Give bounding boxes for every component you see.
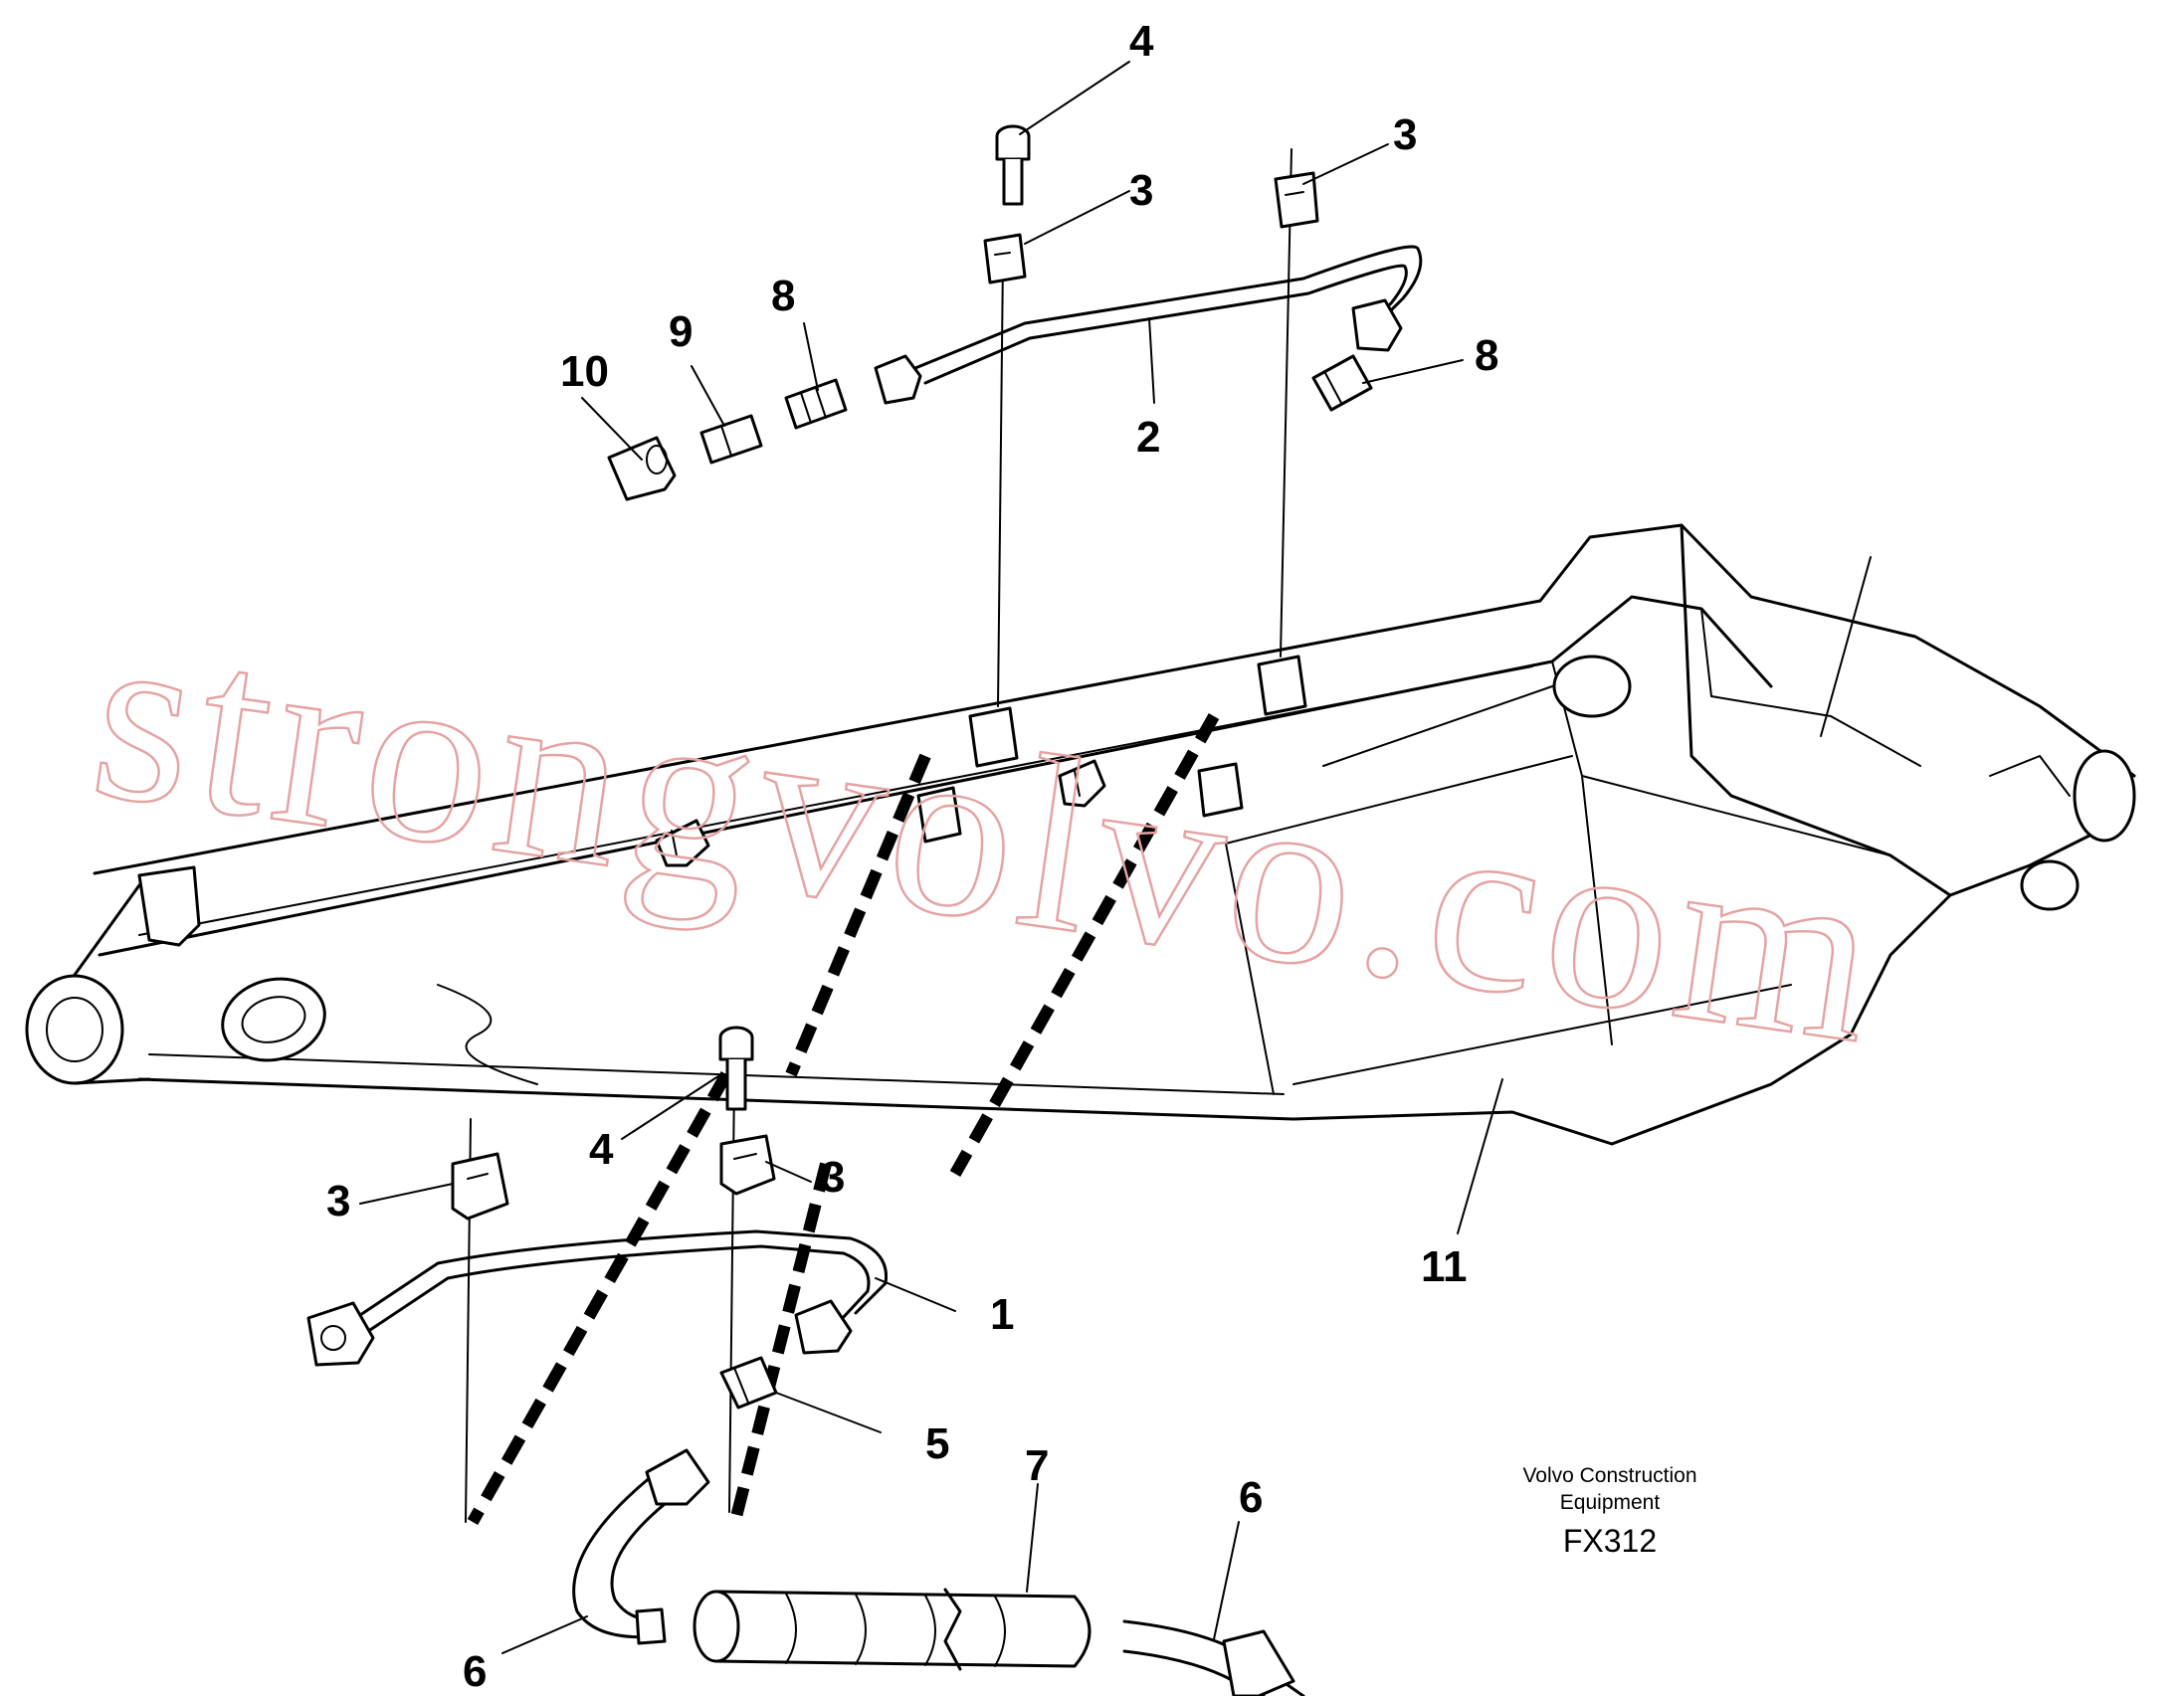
callout-3-lower-middle: 3	[821, 1153, 845, 1202]
boom-clamp-3	[916, 786, 962, 844]
clamp-3-lower-middle	[719, 1134, 776, 1196]
nipple-8-upper	[784, 378, 848, 430]
figure-code: FX312	[1563, 1523, 1657, 1559]
boom-clamp-4	[1197, 762, 1244, 818]
pipe-1	[306, 1229, 889, 1367]
callout-9: 9	[669, 307, 693, 356]
pipe-2	[874, 245, 1423, 405]
callout-11: 11	[1421, 1242, 1468, 1291]
callout-3-upper-right: 3	[1393, 110, 1417, 159]
nut-10	[607, 436, 677, 501]
clamp-3-upper-left	[983, 233, 1027, 284]
callout-7: 7	[1025, 1441, 1049, 1490]
callout-4-upper: 4	[1129, 17, 1154, 66]
cut-line-3	[467, 1071, 732, 1525]
boom-clamp-2	[1257, 655, 1307, 716]
callout-1: 1	[990, 1290, 1014, 1339]
callout-6-right: 6	[1239, 1473, 1263, 1522]
callout-8-upper: 8	[771, 272, 795, 320]
adapter-9	[699, 414, 763, 465]
callout-6-left: 6	[463, 1647, 487, 1696]
cut-line-2	[949, 713, 1220, 1177]
clamp-3-lower-left	[451, 1152, 509, 1221]
cut-line-1	[785, 753, 931, 1077]
caption-line-1: Volvo Construction	[1522, 1464, 1696, 1487]
cut-line-4	[730, 1162, 832, 1519]
callout-5: 5	[925, 1419, 949, 1468]
hose-6	[572, 1448, 1305, 1696]
callout-4-lower: 4	[589, 1125, 614, 1174]
callout-2: 2	[1136, 413, 1160, 462]
nipple-5	[719, 1356, 778, 1410]
bolt-4-upper	[995, 124, 1031, 206]
assembly-line-1	[997, 258, 1004, 707]
bolt-4-lower	[718, 1026, 754, 1111]
callout-leaders	[359, 61, 1503, 1654]
boom-bracket-2	[1058, 759, 1106, 808]
watermark: strongvolvo.com	[79, 574, 1897, 1097]
callout-8-right: 8	[1475, 331, 1498, 380]
nipple-8-right	[1311, 354, 1373, 412]
boom-arm	[25, 523, 2136, 1146]
callout-3-upper-left: 3	[1129, 166, 1153, 215]
callout-10: 10	[560, 347, 609, 396]
boom-bracket-1	[655, 819, 710, 867]
caption-line-2: Equipment	[1560, 1491, 1661, 1514]
sleeve-7	[693, 1588, 1092, 1671]
assembly-line-2	[1280, 148, 1292, 658]
boom-clamp-1	[968, 706, 1019, 768]
clamp-3-upper-right	[1274, 171, 1319, 229]
callout-3-lower-left: 3	[326, 1177, 350, 1225]
